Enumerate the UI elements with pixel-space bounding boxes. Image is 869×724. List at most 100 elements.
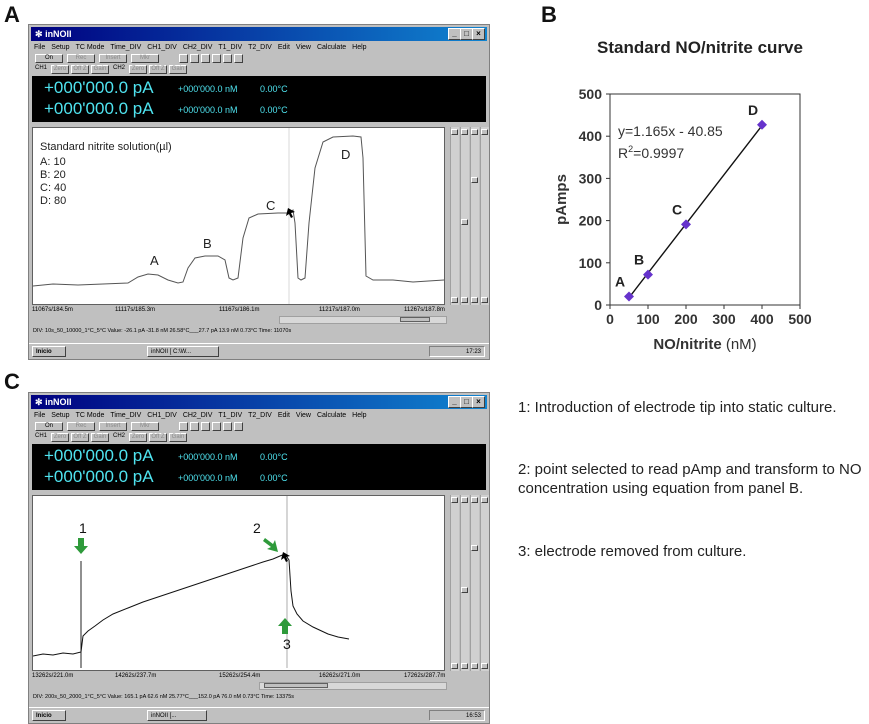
t2-slider-knob[interactable] xyxy=(481,129,488,135)
ch1-gain-button-c[interactable]: Gain xyxy=(91,433,109,442)
taskbar-task-innoii[interactable]: inNOII [ C:\W... xyxy=(147,346,219,357)
calc-icon[interactable] xyxy=(212,54,221,63)
mkr-button-c[interactable]: Mkr xyxy=(131,422,159,431)
menu-edit-c[interactable]: Edit xyxy=(277,412,290,419)
ch1-slider-knob-bottom[interactable] xyxy=(451,297,458,303)
menu-t2-div-c[interactable]: T2_DIV xyxy=(248,412,272,419)
menu-tc-mode[interactable]: TC Mode xyxy=(75,44,105,51)
t1-slider-knob[interactable] xyxy=(471,129,478,135)
menu-view-c[interactable]: View xyxy=(295,412,311,419)
ch1-offz-button[interactable]: Off Z xyxy=(71,65,89,74)
t1-slider-knob-bottom-c[interactable] xyxy=(471,663,478,669)
ch2-slider-knob-bottom[interactable] xyxy=(461,297,468,303)
ch1-slider-c[interactable] xyxy=(450,495,459,671)
ch2-slider-knob[interactable] xyxy=(461,129,468,135)
menu-ch1-div-c[interactable]: CH1_DIV xyxy=(147,412,177,419)
insert-button-c[interactable]: Insert xyxy=(99,422,127,431)
menu-edit[interactable]: Edit xyxy=(277,44,290,51)
insert-button[interactable]: Insert xyxy=(99,54,127,63)
ch2-slider-knob-c[interactable] xyxy=(461,497,468,503)
ch2-gain-button-c[interactable]: Gain xyxy=(169,433,187,442)
menu-setup[interactable]: Setup xyxy=(51,44,70,51)
time-scrollbar[interactable] xyxy=(279,316,447,324)
ch2-slider[interactable] xyxy=(460,127,469,305)
menu-t1-div-c[interactable]: T1_DIV xyxy=(218,412,243,419)
t2-slider[interactable] xyxy=(480,127,489,305)
menu-file[interactable]: File xyxy=(34,44,46,51)
t2-slider-knob-bottom[interactable] xyxy=(481,297,488,303)
clear-icon[interactable] xyxy=(234,54,243,63)
ch1-slider-knob-bottom-c[interactable] xyxy=(451,663,458,669)
t1-slider-knob-mid[interactable] xyxy=(471,177,478,183)
menu-time-div-c[interactable]: Time_DIV xyxy=(110,412,142,419)
ch2-gain-button[interactable]: Gain xyxy=(169,65,187,74)
app-icon: ✻ xyxy=(35,29,43,39)
rec-button[interactable]: Rec xyxy=(67,54,95,63)
ch2-slider-c[interactable] xyxy=(460,495,469,671)
ch2-slider-knob-bottom-c[interactable] xyxy=(461,663,468,669)
menu-calculate-c[interactable]: Calculate xyxy=(316,412,347,419)
t2-slider-knob-c[interactable] xyxy=(481,497,488,503)
close-button-c[interactable]: × xyxy=(472,396,485,408)
data-point-d xyxy=(757,119,767,130)
menu-ch1-div[interactable]: CH1_DIV xyxy=(147,44,177,51)
taskbar-task-innoii-c[interactable]: inNOII [... xyxy=(147,710,207,721)
t1-slider-c[interactable] xyxy=(470,495,479,671)
t1-slider-knob-mid-c[interactable] xyxy=(471,545,478,551)
on-button[interactable]: On xyxy=(35,54,63,63)
t2-slider-c[interactable] xyxy=(480,495,489,671)
menu-help-c[interactable]: Help xyxy=(352,412,367,419)
time-scrollbar-thumb-c[interactable] xyxy=(264,683,328,688)
ch1-slider[interactable] xyxy=(450,127,459,305)
save-icon[interactable] xyxy=(190,54,199,63)
menu-file-c[interactable]: File xyxy=(34,412,46,419)
menu-help[interactable]: Help xyxy=(352,44,367,51)
open-icon[interactable] xyxy=(179,54,188,63)
t1-slider-knob-c[interactable] xyxy=(471,497,478,503)
open-icon-c[interactable] xyxy=(179,422,188,431)
ch1-nm-readout-c: +000'000.0 nM xyxy=(178,452,238,462)
menu-t1-div[interactable]: T1_DIV xyxy=(218,44,243,51)
ch2-zero-button-c[interactable]: Zero xyxy=(129,433,147,442)
on-button-c[interactable]: On xyxy=(35,422,63,431)
ch1-slider-knob[interactable] xyxy=(451,129,458,135)
ch2-slider-knob-mid-c[interactable] xyxy=(461,587,468,593)
ch1-zero-button-c[interactable]: Zero xyxy=(51,433,69,442)
start-button-c[interactable]: Inicio xyxy=(32,710,66,721)
t2-slider-knob-bottom-c[interactable] xyxy=(481,663,488,669)
menu-tc-mode-c[interactable]: TC Mode xyxy=(75,412,105,419)
ch1-gain-button[interactable]: Gain xyxy=(91,65,109,74)
menu-calculate[interactable]: Calculate xyxy=(316,44,347,51)
t1-slider[interactable] xyxy=(470,127,479,305)
ch2-offz-button[interactable]: Off Z xyxy=(149,65,167,74)
ch2-zero-button[interactable]: Zero xyxy=(129,65,147,74)
menu-ch2-div-c[interactable]: CH2_DIV xyxy=(182,412,213,419)
menu-view[interactable]: View xyxy=(295,44,311,51)
grid-icon[interactable] xyxy=(223,54,232,63)
maximize-button-c[interactable]: □ xyxy=(460,396,473,408)
start-button[interactable]: Inicio xyxy=(32,346,66,357)
close-button[interactable]: × xyxy=(472,28,485,40)
window-title: inNOII xyxy=(45,29,72,39)
panel-letter-c: C xyxy=(4,369,20,394)
print-icon-c[interactable] xyxy=(201,422,210,431)
print-icon[interactable] xyxy=(201,54,210,63)
menu-setup-c[interactable]: Setup xyxy=(51,412,70,419)
menu-ch2-div[interactable]: CH2_DIV xyxy=(182,44,213,51)
rec-button-c[interactable]: Rec xyxy=(67,422,95,431)
ch2-slider-knob-mid[interactable] xyxy=(461,219,468,225)
calc-icon-c[interactable] xyxy=(212,422,221,431)
ch1-zero-button[interactable]: Zero xyxy=(51,65,69,74)
clear-icon-c[interactable] xyxy=(234,422,243,431)
ch2-offz-button-c[interactable]: Off Z xyxy=(149,433,167,442)
mkr-button[interactable]: Mkr xyxy=(131,54,159,63)
time-scrollbar-c[interactable] xyxy=(259,682,447,690)
grid-icon-c[interactable] xyxy=(223,422,232,431)
ch1-slider-knob-c[interactable] xyxy=(451,497,458,503)
save-icon-c[interactable] xyxy=(190,422,199,431)
t1-slider-knob-bottom[interactable] xyxy=(471,297,478,303)
ch1-offz-button-c[interactable]: Off Z xyxy=(71,433,89,442)
menu-t2-div[interactable]: T2_DIV xyxy=(248,44,272,51)
time-scrollbar-thumb[interactable] xyxy=(400,317,430,322)
menu-time-div[interactable]: Time_DIV xyxy=(110,44,142,51)
